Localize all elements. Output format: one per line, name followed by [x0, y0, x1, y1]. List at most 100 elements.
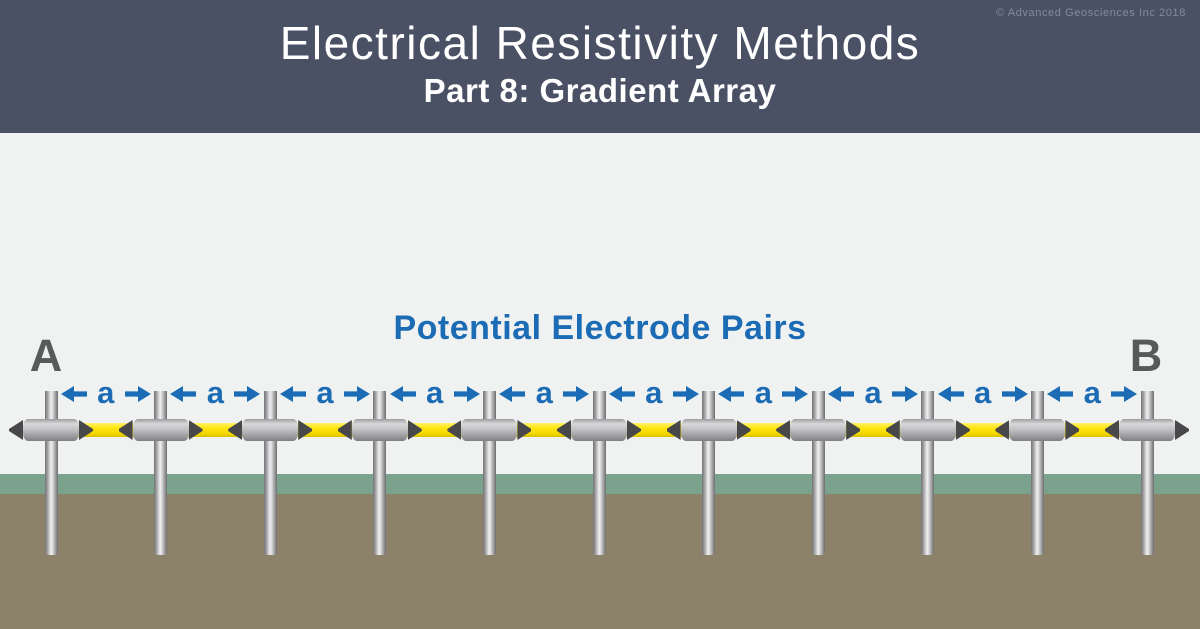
connector-tip-right-icon: [846, 420, 861, 440]
connector-tip-right-icon: [627, 420, 641, 440]
spacing-label: a: [425, 374, 444, 410]
connector-tip-left-icon: [666, 420, 681, 440]
spacing-annotation: a: [499, 374, 590, 410]
spacing-annotation: a: [280, 374, 370, 410]
arrow-left-icon: [937, 386, 964, 402]
arrow-right-icon: [1111, 386, 1138, 402]
connector-tip-right-icon: [955, 420, 970, 440]
arrow-left-icon: [718, 386, 745, 402]
electrode-stake: [154, 391, 168, 555]
cable-connector: [118, 419, 203, 441]
arrow-right-icon: [892, 386, 918, 402]
arrow-left-icon: [280, 386, 306, 402]
connector-tip-right-icon: [1175, 420, 1189, 440]
arrow-left-icon: [170, 386, 197, 402]
arrow-left-icon: [608, 386, 635, 402]
connector-tip-right-icon: [1065, 420, 1080, 440]
connector-tip-left-icon: [337, 420, 352, 440]
cable-connector: [776, 419, 861, 441]
arrow-right-icon: [124, 386, 151, 402]
arrow-right-icon: [672, 386, 699, 402]
spacing-annotation: a: [170, 374, 261, 410]
arrow-left-icon: [60, 386, 87, 402]
connector-tip-left-icon: [885, 420, 900, 440]
connector-tip-left-icon: [995, 420, 1010, 440]
spacing-label: a: [97, 374, 115, 410]
electrode-stake: [1140, 391, 1154, 555]
endpoint-label-b: B: [1129, 330, 1163, 381]
connector-tip-left-icon: [9, 420, 23, 440]
connector-barrel: [242, 419, 299, 441]
diagram-title: Potential Electrode Pairs: [393, 309, 807, 347]
connector-barrel: [790, 419, 847, 441]
spacing-annotation: a: [389, 374, 480, 410]
connector-tip-right-icon: [298, 420, 313, 440]
cable-connector: [995, 419, 1080, 441]
cable-connector: [9, 419, 93, 441]
connector-barrel: [23, 419, 79, 441]
connector-barrel: [351, 419, 408, 441]
connector-barrel: [1009, 419, 1066, 441]
main-title: Electrical Resistivity Methods: [279, 17, 921, 69]
connector-tip-left-icon: [118, 420, 133, 440]
arrow-left-icon: [389, 386, 416, 402]
connector-barrel: [680, 419, 737, 441]
arrow-right-icon: [234, 386, 261, 402]
spacing-annotation: a: [718, 374, 809, 410]
cable-connector: [1105, 419, 1189, 441]
spacing-annotation: a: [60, 374, 151, 410]
copyright-text: © Advanced Geosciences Inc 2018: [996, 7, 1186, 19]
electrode-stake: [592, 391, 606, 555]
cable-connector: [557, 419, 641, 441]
arrow-right-icon: [453, 386, 480, 402]
electrode-stake: [1030, 391, 1044, 555]
spacing-label: a: [645, 374, 663, 410]
connector-barrel: [461, 419, 518, 441]
electrode-stake: [921, 391, 935, 555]
spacing-annotation: a: [1047, 374, 1138, 410]
cable-connector: [666, 419, 751, 441]
connector-barrel: [1119, 419, 1175, 441]
electrode-stake: [263, 391, 277, 555]
spacing-label: a: [535, 374, 553, 410]
connector-tip-right-icon: [407, 420, 422, 440]
connector-barrel: [899, 419, 956, 441]
connector-tip-left-icon: [228, 420, 243, 440]
arrow-right-icon: [563, 386, 590, 402]
arrow-left-icon: [828, 386, 854, 402]
spacing-label: a: [316, 374, 334, 410]
spacing-label: a: [1083, 374, 1101, 410]
arrow-left-icon: [1047, 386, 1074, 402]
connector-tip-left-icon: [447, 420, 462, 440]
arrow-right-icon: [1001, 386, 1028, 402]
electrode-stake: [373, 391, 387, 555]
spacing-label: a: [754, 374, 773, 410]
spacing-label: a: [206, 374, 225, 410]
cable-connector: [337, 419, 422, 441]
cable-connector: [885, 419, 970, 441]
arrow-left-icon: [499, 386, 526, 402]
electrode-stake: [811, 391, 825, 555]
connector-tip-left-icon: [1105, 420, 1119, 440]
arrow-right-icon: [782, 386, 809, 402]
arrow-right-icon: [344, 386, 370, 402]
cable-connector: [228, 419, 313, 441]
header-banner: © Advanced Geosciences Inc 2018 Electric…: [0, 0, 1200, 133]
electrode-stake: [702, 391, 716, 555]
connector-tip-right-icon: [188, 420, 203, 440]
connector-tip-left-icon: [776, 420, 791, 440]
connector-tip-right-icon: [517, 420, 532, 440]
connector-tip-left-icon: [557, 420, 571, 440]
cable-connector: [447, 419, 532, 441]
diagram-scene: Potential Electrode Pairs A B: [0, 133, 1200, 629]
spacing-annotation: a: [828, 374, 918, 410]
spacing-annotation: a: [937, 374, 1028, 410]
endpoint-label-a: A: [29, 330, 63, 381]
connector-tip-right-icon: [736, 420, 751, 440]
electrode-stake: [44, 391, 58, 555]
spacing-annotation: a: [608, 374, 699, 410]
spacing-label: a: [864, 374, 882, 410]
spacing-label: a: [973, 374, 992, 410]
connector-barrel: [132, 419, 189, 441]
